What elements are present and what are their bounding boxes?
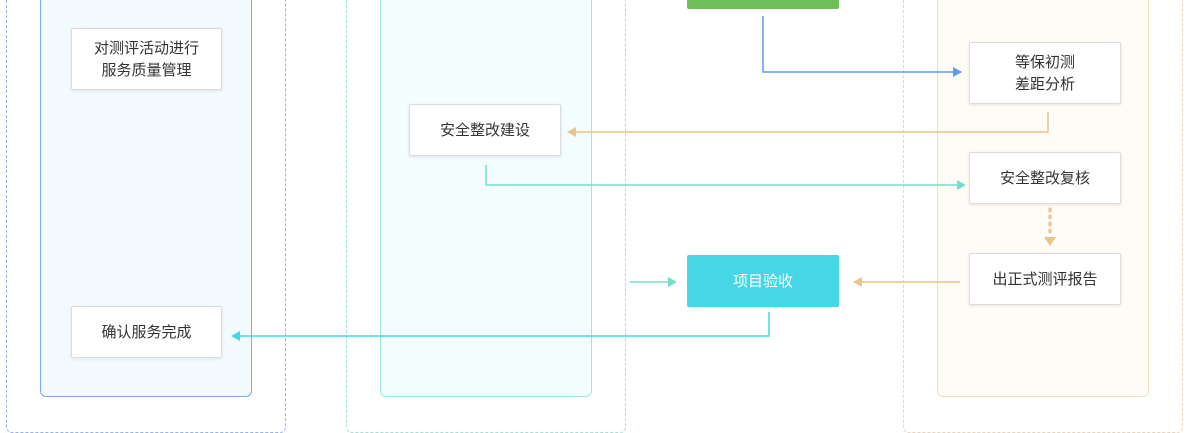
node-gap-analysis-label: 等保初测 差距分析 xyxy=(1014,53,1075,93)
node-rectify-recheck-label: 安全整改复核 xyxy=(999,169,1090,187)
node-confirm-service[interactable]: 确认服务完成 xyxy=(71,306,222,358)
node-project-acceptance-label: 项目验收 xyxy=(732,272,793,290)
node-gap-analysis[interactable]: 等保初测 差距分析 xyxy=(969,42,1121,104)
arrowhead-acceptance-right xyxy=(853,277,862,287)
arrowhead-recheck xyxy=(957,180,966,190)
arrowhead-gap-analysis xyxy=(953,67,962,77)
arrowhead-rectify-build xyxy=(567,127,576,137)
arrow-acceptance-to-confirm xyxy=(240,312,770,337)
arrow-top-to-gap-analysis xyxy=(762,16,953,73)
node-quality-management-label: 对测评活动进行 服务质量管理 xyxy=(93,39,199,79)
node-formal-report-label: 出正式测评报告 xyxy=(992,270,1098,288)
node-rectify-recheck[interactable]: 安全整改复核 xyxy=(969,152,1121,204)
arrow-build-to-recheck xyxy=(485,165,957,186)
node-formal-report[interactable]: 出正式测评报告 xyxy=(969,253,1121,305)
node-project-acceptance[interactable]: 项目验收 xyxy=(687,255,839,307)
arrow-gap-to-rectify-build xyxy=(576,112,1049,133)
node-security-rectify-build[interactable]: 安全整改建设 xyxy=(409,104,561,156)
arrowhead-formal-report xyxy=(1044,237,1056,246)
lane-2-inner xyxy=(380,0,592,397)
arrowhead-confirm-service xyxy=(231,331,240,341)
top-green-node xyxy=(687,0,839,9)
node-confirm-service-label: 确认服务完成 xyxy=(101,323,192,341)
node-quality-management[interactable]: 对测评活动进行 服务质量管理 xyxy=(71,28,222,90)
arrowhead-acceptance-left xyxy=(668,277,677,287)
node-security-rectify-build-label: 安全整改建设 xyxy=(439,121,530,139)
